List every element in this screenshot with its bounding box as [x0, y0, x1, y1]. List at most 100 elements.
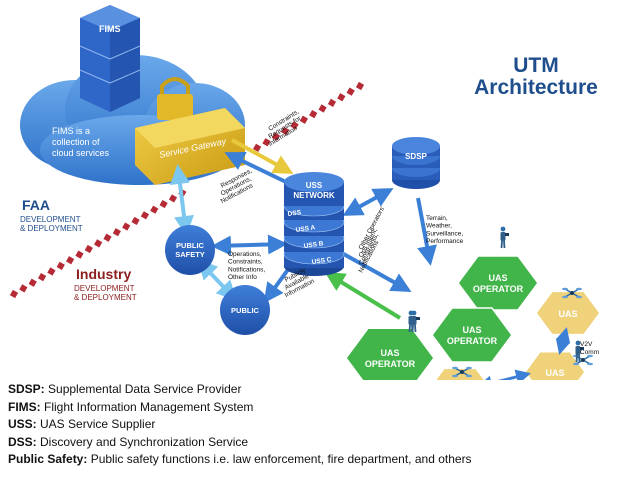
operator-icon	[411, 310, 420, 333]
architecture-diagram: FIMS is a collection of cloud services F…	[9, 5, 601, 380]
legend-term: Public Safety:	[8, 452, 88, 467]
legend-desc: UAS Service Supplier	[36, 417, 156, 432]
public-safety-label-2: SAFETY	[175, 250, 205, 259]
fims-server-stack: FIMS	[79, 5, 141, 112]
uas-hex	[535, 290, 601, 336]
sdsp-stack: SDSP	[392, 137, 440, 189]
uss-to-operator-arrow	[339, 250, 412, 292]
drone-icon	[562, 287, 582, 299]
drone-icon	[452, 366, 472, 378]
uss-disk-label: USS C	[311, 256, 332, 266]
faa-sub-2: & DEPLOYMENT	[20, 224, 83, 233]
gateway-to-uss-arrow	[231, 138, 294, 174]
boundary-dot	[9, 289, 19, 299]
public-safety-uss-arrow	[211, 234, 288, 256]
legend-row-sdsp: SDSP: Supplemental Data Service Provider	[8, 381, 472, 399]
service-gateway: Service Gateway	[135, 108, 245, 185]
terrain-weather-label: Surveillance,	[426, 230, 463, 237]
industry-label: Industry	[76, 266, 131, 282]
faa-label: FAA	[22, 197, 50, 213]
legend-desc: Public safety functions i.e. law enforce…	[87, 452, 472, 467]
boundary-dot	[327, 98, 337, 107]
fims-label: FIMS	[99, 24, 121, 34]
boundary-dot	[140, 211, 150, 220]
abbreviation-legend: SDSP: Supplemental Data Service Provider…	[8, 381, 472, 469]
operator-to-uss-arrow	[324, 271, 402, 320]
boundary-dot	[84, 244, 93, 254]
uss-to-gateway-arrow	[224, 151, 287, 184]
boundary-dot	[299, 115, 308, 124]
public-node: PUBLIC	[220, 285, 270, 335]
gateway-public-safety-arrow	[170, 164, 194, 236]
public-label: PUBLIC	[231, 306, 260, 315]
public-safety-label-1: PUBLIC	[176, 241, 205, 250]
boundary-dot	[262, 138, 271, 147]
boundary-dot	[19, 284, 28, 293]
boundary-dot	[103, 233, 112, 242]
uas-operator-label-1: UAS	[488, 273, 507, 283]
operations-constraints-label: Constraints,	[228, 259, 263, 266]
boundary-dot	[66, 256, 75, 265]
industry-sub-2: & DEPLOYMENT	[74, 293, 137, 302]
operators-and-drones	[408, 226, 593, 378]
v2v-label-1: V2V	[580, 341, 593, 348]
operator-icon	[575, 340, 584, 363]
boundary-dot	[346, 87, 355, 96]
boundary-dot	[47, 267, 56, 276]
legend-desc: Flight Information Management System	[40, 399, 254, 414]
operations-constraints-label: Notifications,	[228, 266, 265, 273]
boundary-dot	[253, 143, 262, 152]
sdsp-label: SDSP	[405, 152, 427, 161]
faa-sub-1: DEVELOPMENT	[20, 215, 81, 224]
uas-operator-hex	[431, 307, 513, 363]
legend-term: FIMS:	[8, 399, 41, 414]
industry-sub-1: DEVELOPMENT	[74, 284, 135, 293]
boundary-dot	[122, 222, 131, 231]
operations-constraints-label: Other Info	[228, 274, 257, 281]
boundary-dot	[281, 126, 290, 136]
boundary-dot	[168, 194, 178, 203]
uas-operator-label-2: OPERATOR	[447, 336, 498, 346]
operations-constraints-label: Operations,	[228, 251, 262, 258]
boundary-dot	[271, 132, 280, 141]
boundary-dot	[75, 250, 84, 259]
boundary-dot	[355, 81, 365, 91]
boundary-dot	[290, 121, 299, 130]
v2v-arrow	[555, 327, 571, 355]
boundary-dot	[337, 93, 346, 102]
uas-operator-label-2: OPERATOR	[365, 359, 416, 369]
uss-network-label-2: NETWORK	[293, 191, 335, 200]
title-line-2: Architecture	[474, 76, 598, 99]
uss-network-label-1: USS	[306, 181, 323, 190]
uss-disk-label: DSS	[287, 209, 302, 218]
boundary-dot	[318, 104, 327, 113]
uas-hex-label: UAS	[545, 368, 564, 378]
uss-disk-top	[284, 172, 344, 192]
boundary-dot	[131, 216, 140, 226]
boundary-dot	[28, 278, 37, 287]
uss-disk-label: USS A	[295, 224, 316, 234]
uas-operator-label-2: OPERATOR	[473, 284, 524, 294]
v2v-label-2: Comm	[580, 349, 599, 356]
sdsp-uss-arrow	[342, 188, 394, 216]
uas-operator-label-1: UAS	[380, 348, 399, 358]
fims-cloud-text-2: collection of	[52, 137, 100, 147]
boundary-dot	[56, 261, 65, 270]
fims-cloud-text-1: FIMS is a	[52, 126, 90, 136]
legend-term: SDSP:	[8, 382, 45, 396]
boundary-dot	[37, 273, 47, 282]
legend-term: DSS:	[8, 434, 37, 449]
uas-hex-grid: UASOPERATORUASOPERATORUASOPERATORUASUASU…	[345, 255, 601, 380]
legend-term: USS:	[8, 417, 37, 432]
title-line-1: UTM	[513, 54, 559, 77]
faa-industry-boundary	[9, 81, 365, 299]
boundary-dot	[112, 228, 121, 237]
public-safety-node: PUBLIC SAFETY	[165, 225, 215, 275]
legend-row-fims: FIMS: Flight Information Management Syst…	[8, 399, 472, 417]
terrain-weather-label: Performance	[426, 238, 464, 245]
legend-row-dss: DSS: Discovery and Synchronization Servi…	[8, 434, 472, 452]
v2v-arrow	[477, 369, 531, 380]
uas-operator-hex	[457, 255, 539, 311]
legend-desc: Supplemental Data Service Provider	[44, 382, 242, 396]
